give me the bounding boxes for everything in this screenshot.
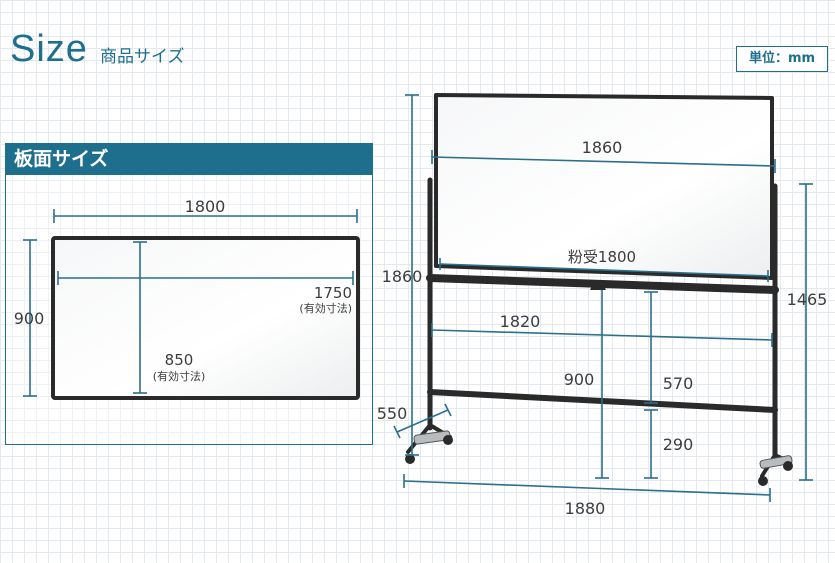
board-width-dimension bbox=[53, 209, 358, 223]
board-width-label: 1800 bbox=[185, 197, 226, 216]
tray-height-dimension bbox=[595, 290, 609, 479]
board-effective-width-note: (有効寸法) bbox=[299, 301, 352, 315]
unit-badge: 単位：mm bbox=[736, 46, 828, 72]
board-effective-width-dimension bbox=[57, 271, 354, 285]
board-size-panel-title: 板面サイズ bbox=[6, 144, 372, 175]
total-width-label: 1880 bbox=[565, 499, 606, 518]
board-top-height-label: 1465 bbox=[787, 290, 828, 309]
caster-wheel bbox=[758, 476, 768, 486]
board-face bbox=[51, 236, 360, 400]
crossbar-height-label: 570 bbox=[663, 374, 694, 393]
stand-board bbox=[434, 93, 774, 280]
board-height-dimension bbox=[23, 239, 37, 397]
crossbar-height-dimension bbox=[644, 291, 658, 404]
total-height-dimension bbox=[405, 94, 419, 456]
lower-bar-height-dimension bbox=[644, 409, 658, 479]
board-effective-height-dimension bbox=[133, 241, 147, 394]
lower-bar-height-label: 290 bbox=[663, 435, 694, 454]
caster-wheel bbox=[443, 435, 453, 445]
board-top-height-dimension bbox=[799, 183, 813, 481]
board-effective-height-note: (有効寸法) bbox=[153, 369, 206, 383]
leg-depth-label: 550 bbox=[377, 404, 408, 423]
caster-wheel bbox=[405, 454, 415, 464]
chalk-tray-label: 粉受1800 bbox=[568, 248, 636, 266]
board-effective-width-label: 1750 bbox=[314, 284, 352, 302]
tray-height-label: 900 bbox=[564, 370, 595, 389]
page-subtitle: 商品サイズ bbox=[100, 47, 185, 67]
frame-width-label: 1820 bbox=[500, 312, 541, 331]
board-effective-height-label: 850 bbox=[165, 351, 194, 369]
total-width-dimension bbox=[403, 474, 771, 502]
board-height-label: 900 bbox=[14, 309, 45, 328]
right-base-plate bbox=[759, 455, 793, 469]
stand-board-width-dimension bbox=[431, 150, 776, 173]
stand-board-width-label: 1860 bbox=[582, 138, 623, 157]
left-base-plate bbox=[413, 430, 451, 445]
caster-wheel bbox=[783, 461, 793, 471]
pivot-knob bbox=[590, 281, 606, 290]
chalk-tray-dimension bbox=[439, 258, 769, 282]
page-title: Size bbox=[10, 28, 88, 70]
total-height-label: 1860 bbox=[382, 267, 423, 286]
leg-depth-dimension bbox=[393, 403, 452, 439]
